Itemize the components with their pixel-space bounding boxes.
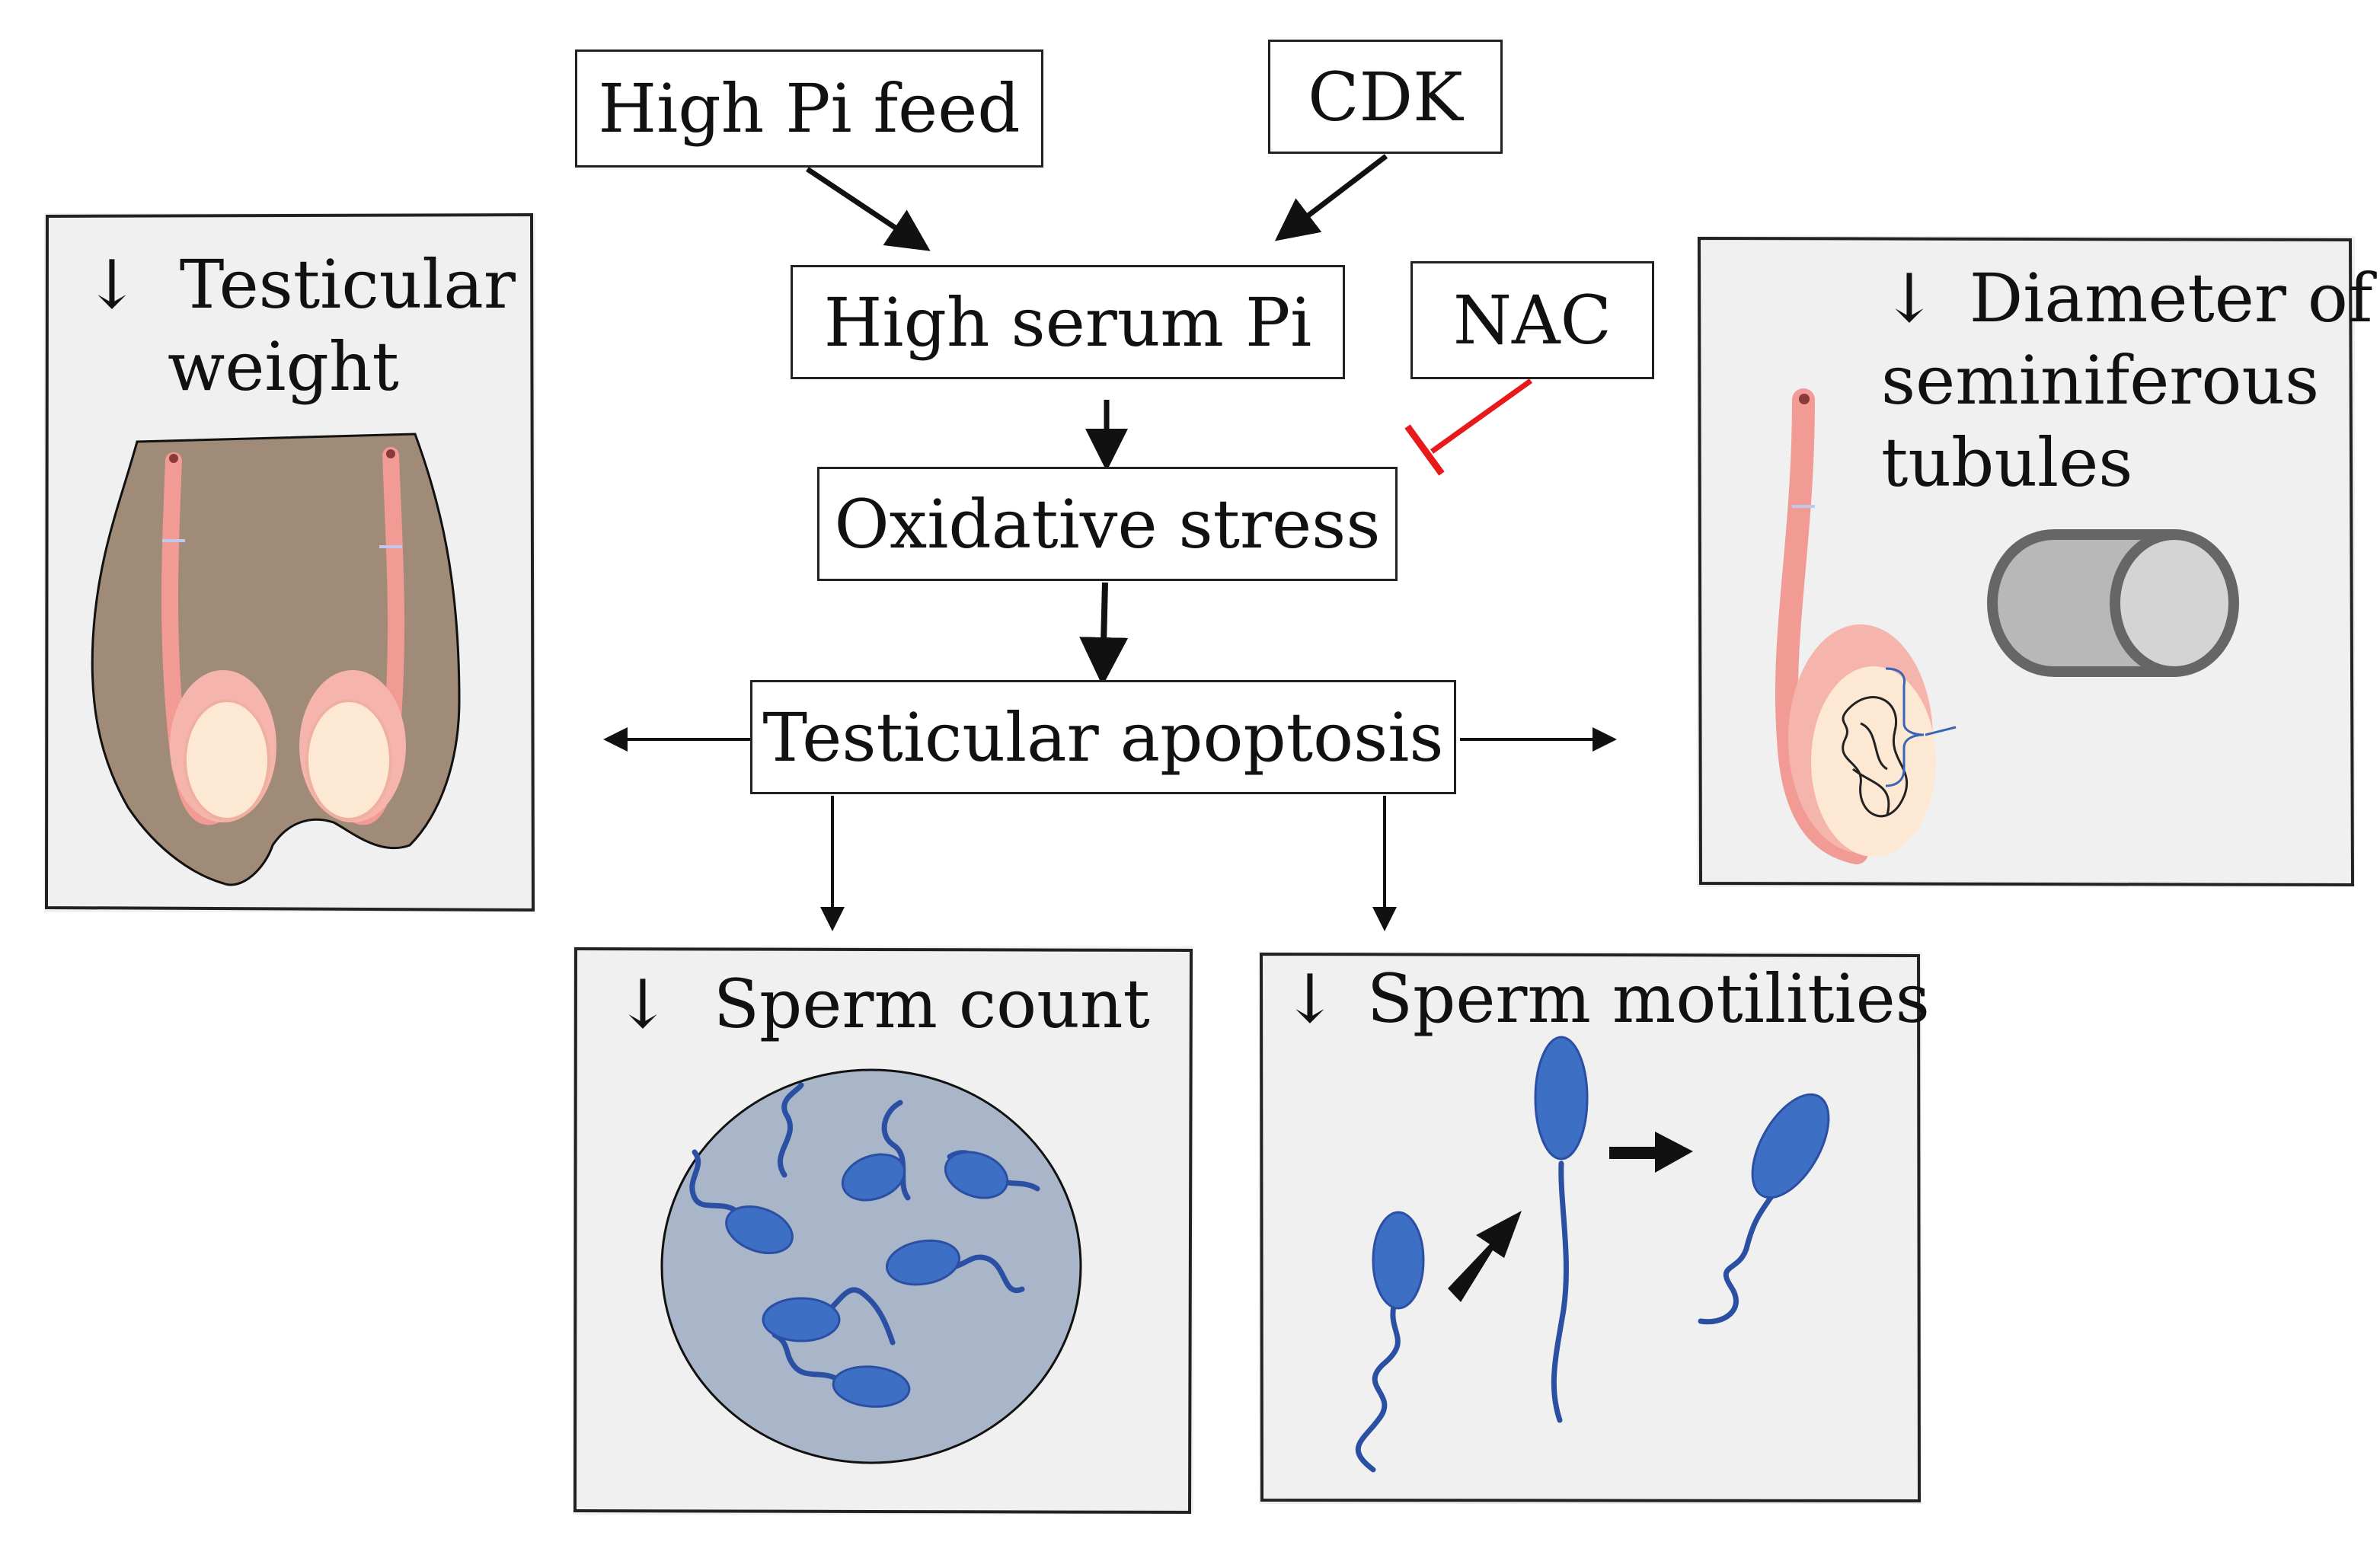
panel-frame [44, 213, 535, 912]
panel-diameter: ↓ Diameter of seminiferous tubules [1697, 236, 2372, 887]
panel-frame [573, 947, 1193, 1515]
panel-testicular-weight: ↓ Testicular weight [44, 213, 535, 912]
node-nac: NAC [1410, 261, 1654, 379]
testes-body-illustration [91, 433, 461, 886]
panel-title-line: tubules [1881, 423, 2133, 502]
panel-title-line: Diameter of [1969, 259, 2373, 337]
panel-frame [1259, 952, 1922, 1503]
panel-sperm-motilities: ↓ Sperm motilities [1259, 952, 1930, 1504]
motility-arrow-right [1609, 1132, 1693, 1173]
sperm-count-illustration [660, 1068, 1082, 1464]
panel-frame [1697, 236, 2355, 887]
panel-title-line: Testicular [179, 245, 516, 324]
down-arrow-icon: ↓ [1881, 259, 1938, 337]
down-arrow-icon: ↓ [615, 965, 671, 1043]
motility-arrow-up [1448, 1211, 1522, 1302]
nac-inhibition-connector [1404, 378, 1533, 476]
arrow-cdk-to-serum [1274, 154, 1388, 241]
panel-title-line: weight [168, 327, 399, 406]
panel-title-sperm-motilities: ↓ Sperm motilities [1282, 958, 1930, 1040]
panel-title-diameter: ↓ Diameter of seminiferous tubules [1881, 257, 2372, 504]
panel-sperm-count: ↓ Sperm count [573, 947, 1193, 1515]
seminiferous-tubule-illustration [1775, 388, 2239, 864]
down-arrow-icon: ↓ [1282, 959, 1338, 1038]
sperm-motility-illustration [1355, 1036, 1830, 1473]
panel-title-line: Sperm motilities [1366, 959, 1930, 1038]
panel-title-testicular-weight: ↓ Testicular weight [84, 244, 516, 408]
node-oxidative-stress: Oxidative stress [817, 467, 1398, 581]
node-cdk: CDK [1268, 40, 1503, 154]
node-high-serum-pi: High serum Pi [791, 265, 1345, 379]
node-high-pi-feed: High Pi feed [575, 49, 1043, 168]
panel-title-line: Sperm count [713, 965, 1150, 1043]
panel-title-sperm-count: ↓ Sperm count [615, 963, 1150, 1046]
arrow-feed-to-serum [806, 167, 931, 251]
node-testicular-apoptosis: Testicular apoptosis [750, 680, 1456, 794]
arrow-oxidative-to-apoptosis [1079, 582, 1129, 686]
panel-title-line: seminiferous [1881, 341, 2320, 420]
down-arrow-icon: ↓ [84, 245, 140, 324]
